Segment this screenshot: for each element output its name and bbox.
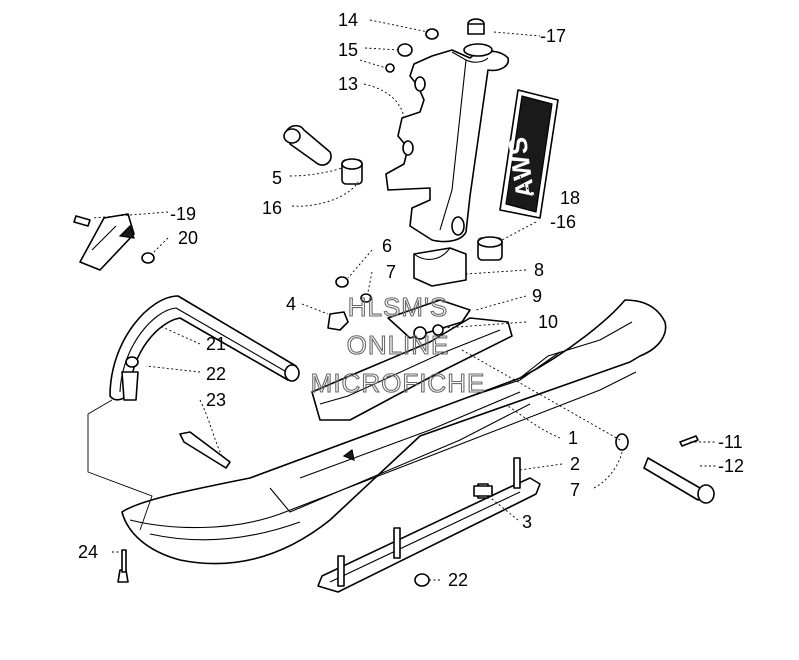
- upper-bushings: [283, 124, 503, 261]
- callout-16-left: 16: [262, 198, 282, 218]
- callout-18: 18: [560, 188, 580, 208]
- callout-11: -11: [718, 432, 743, 452]
- spindle: [385, 18, 510, 243]
- front-arrow-marker: [342, 448, 355, 461]
- callout-15: 15: [338, 40, 358, 60]
- callout-22-left: 22: [206, 364, 226, 384]
- callout-3: 3: [522, 512, 532, 532]
- aws-decal: AWS: [499, 89, 559, 219]
- callout-12: -12: [718, 456, 744, 476]
- watermark: HLSM'S ONLINE MICROFICHE: [310, 291, 486, 398]
- callout-23: 23: [206, 390, 226, 410]
- callout-6: 6: [382, 236, 392, 256]
- callout-5: 5: [272, 168, 282, 188]
- mount-hardware: [327, 276, 372, 331]
- callout-21: 21: [206, 334, 226, 354]
- watermark-line-1: HLSM'S: [348, 292, 449, 322]
- ski-loop: [109, 295, 300, 401]
- callout-labels: 14 15 13 -17 5 16 18 -16 -19 20 6 7 8 4 …: [78, 10, 744, 590]
- callout-20: 20: [178, 228, 198, 248]
- callout-7-top: 7: [386, 262, 396, 282]
- callout-16-right: -16: [550, 212, 576, 232]
- callout-19: -19: [170, 204, 196, 224]
- wear-bar: [317, 457, 541, 593]
- bushing-block: [413, 247, 467, 287]
- callout-13: 13: [338, 74, 358, 94]
- watermark-line-2: ONLINE: [347, 330, 450, 360]
- callout-14: 14: [338, 10, 358, 30]
- callout-8: 8: [534, 260, 544, 280]
- front-bracket: [73, 213, 155, 271]
- watermark-line-3: MICROFICHE: [311, 368, 486, 398]
- callout-10: 10: [538, 312, 558, 332]
- callout-22-bottom: 22: [448, 570, 468, 590]
- callout-17: -17: [540, 26, 566, 46]
- callout-4: 4: [286, 294, 296, 314]
- callout-7-bottom: 7: [570, 480, 580, 500]
- callout-9: 9: [532, 286, 542, 306]
- leader-lines: [87, 19, 716, 581]
- callout-1: 1: [568, 428, 578, 448]
- callout-2: 2: [570, 454, 580, 474]
- fasteners: [117, 356, 715, 587]
- callout-24: 24: [78, 542, 98, 562]
- ski: [121, 299, 667, 565]
- ski-saddle: [311, 299, 513, 421]
- top-hardware: [385, 28, 439, 73]
